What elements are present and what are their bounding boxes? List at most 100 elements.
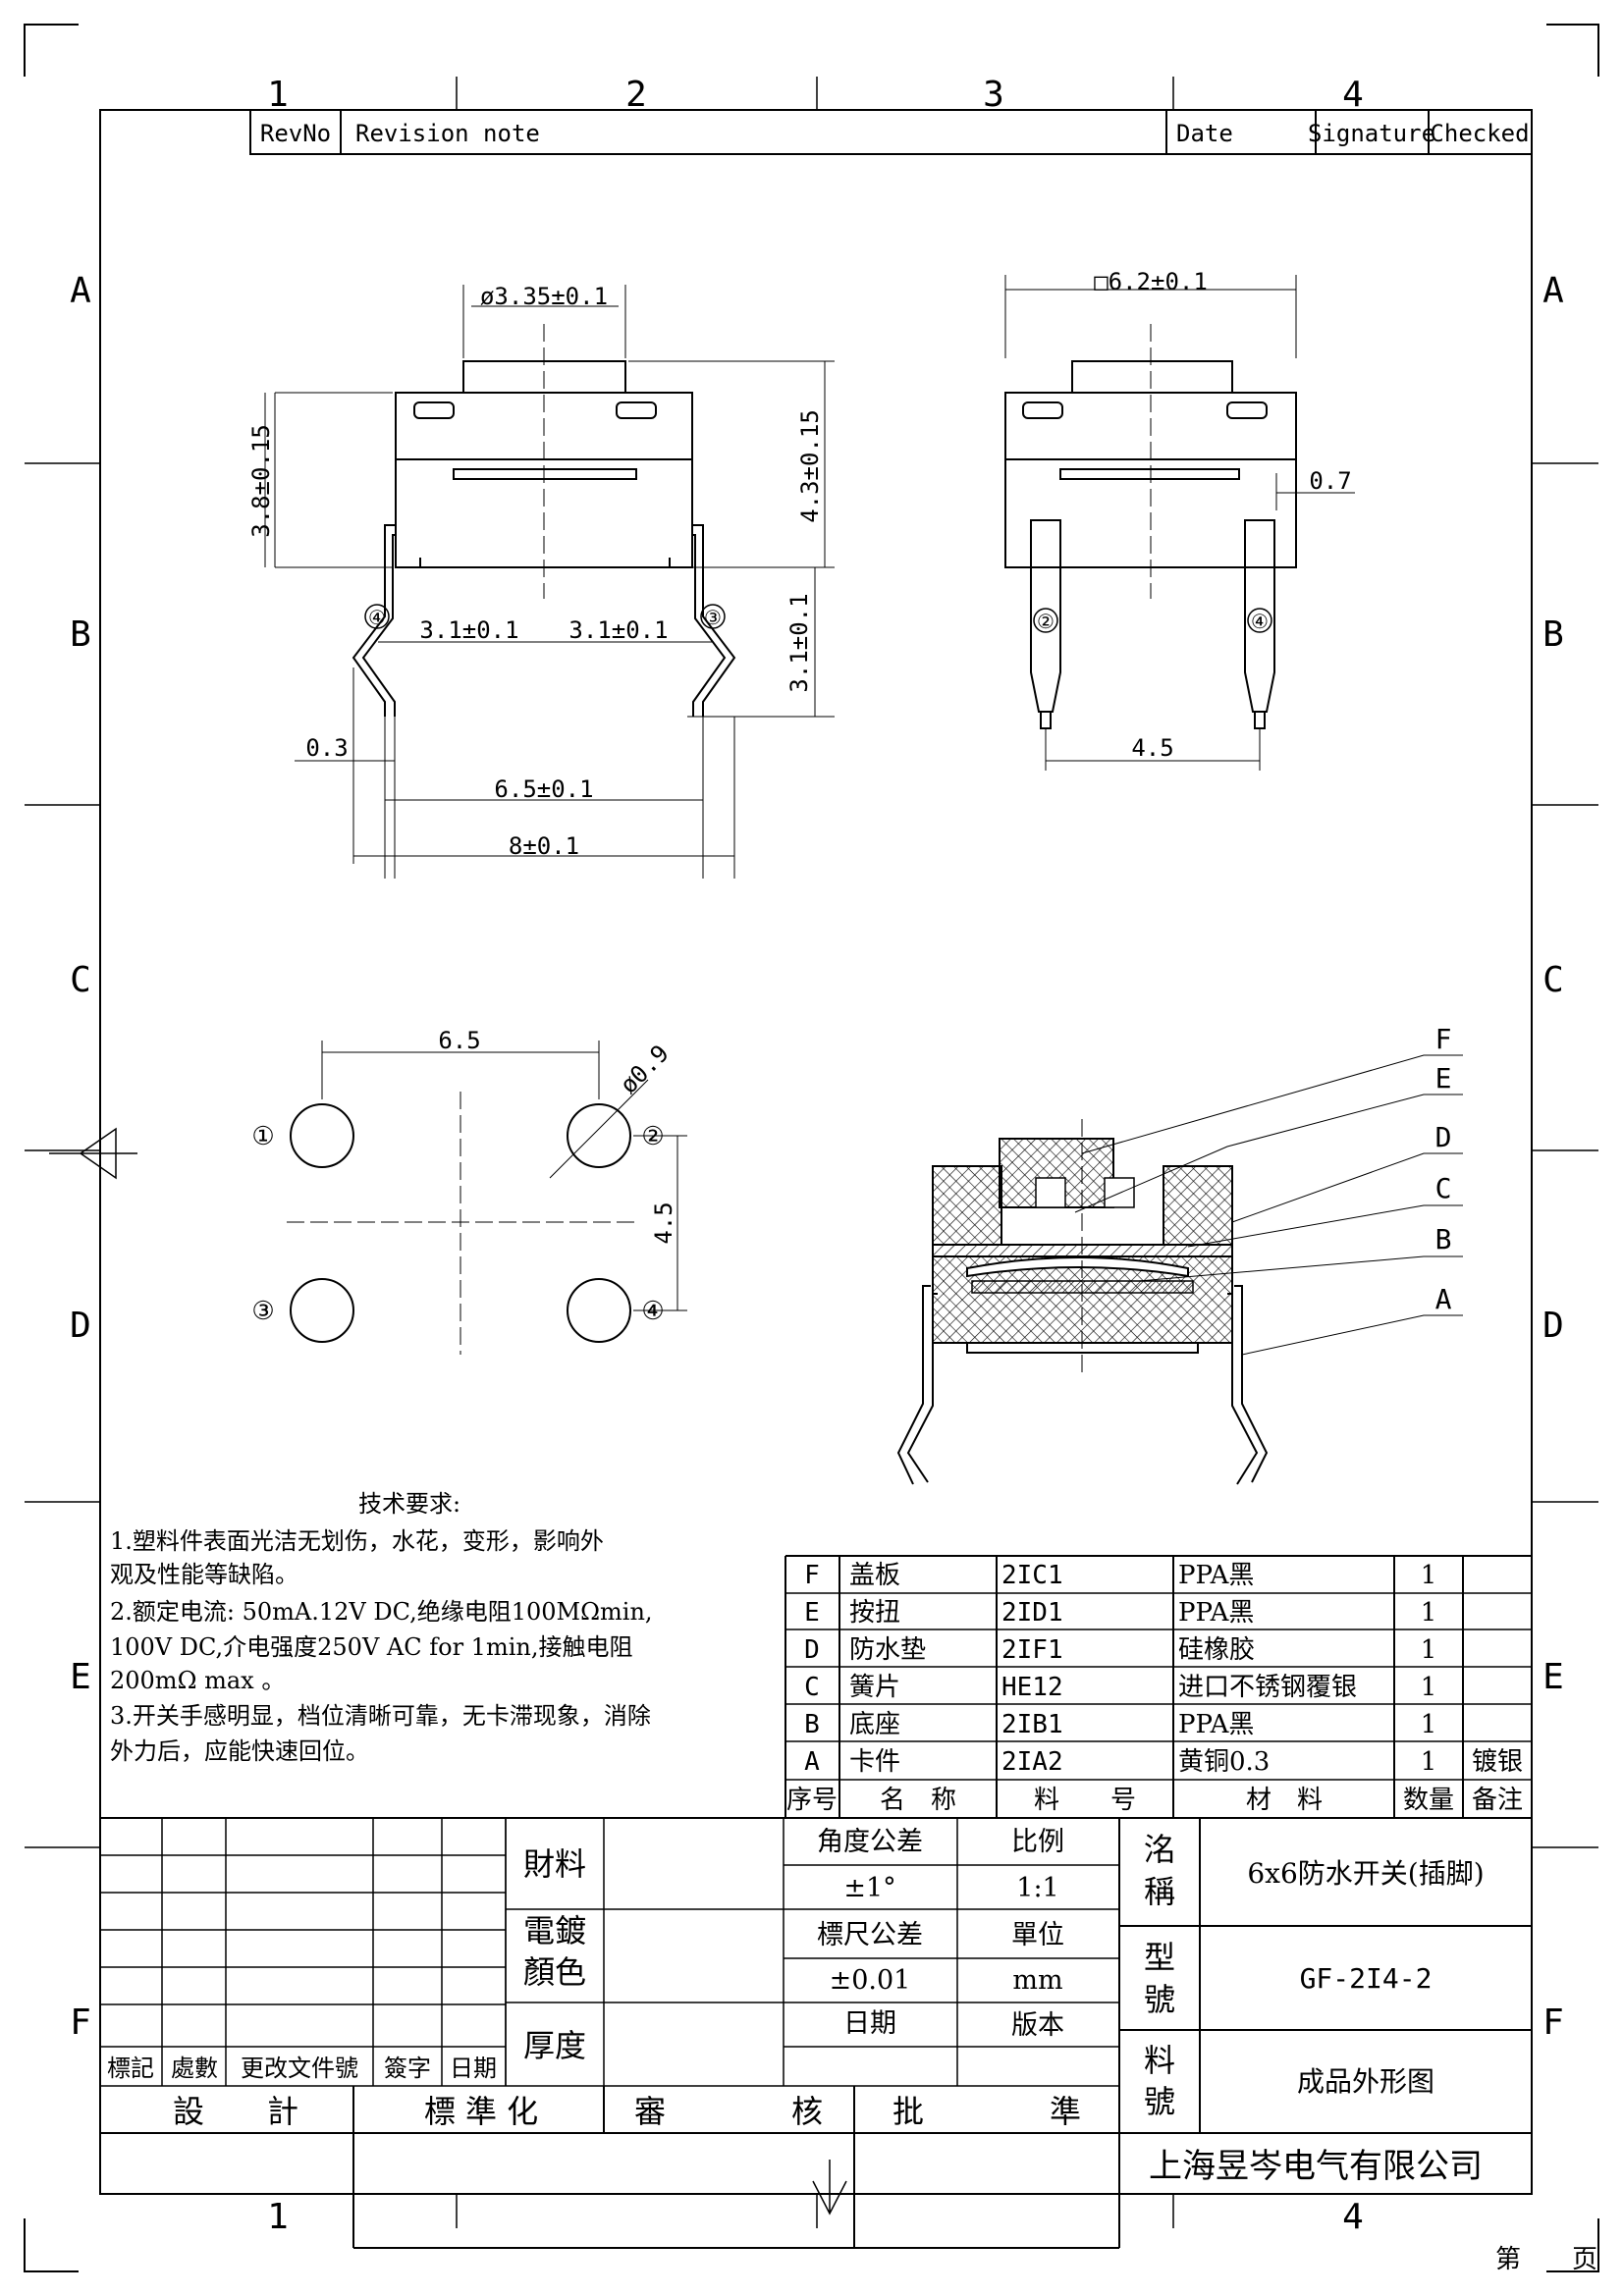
bom-header-code: 料 号	[1034, 1786, 1136, 1815]
rev-no-header: RevNo	[260, 120, 331, 147]
bom-cell-material: 进口不锈钢覆银	[1178, 1673, 1357, 1702]
dim-half-left: 3.1±0.1	[419, 616, 518, 644]
note-line: 100V DC,介电强度250V AC for 1min,接触电阻	[110, 1633, 632, 1661]
tb-name-label-1: 洺	[1144, 1831, 1175, 1868]
col-label: 4	[1342, 2197, 1364, 2237]
tb-doc: 更改文件號	[241, 2055, 358, 2082]
bom-cell-code: 2IC1	[1001, 1561, 1063, 1590]
bom-cell-name: 防水垫	[849, 1635, 926, 1665]
bom-header-material: 材 料	[1246, 1786, 1323, 1815]
bom-cell-name: 卡件	[849, 1747, 900, 1777]
tb-mark: 標記	[107, 2055, 154, 2082]
tb-date-label: 日期	[843, 2008, 896, 2039]
rev-signature-header: Signature	[1308, 120, 1435, 147]
tb-part-label-1: 料	[1144, 2042, 1175, 2079]
pin-label: ③	[704, 606, 722, 629]
tb-angle-tol: ±1°	[843, 1873, 895, 1903]
bom-header-qty: 数量	[1403, 1786, 1454, 1815]
note-line: 1.塑料件表面光洁无划伤，水花，变形，影响外	[110, 1527, 604, 1555]
bom-cell-id: C	[804, 1673, 820, 1702]
bom-cell-id: A	[804, 1747, 820, 1777]
dim-body-square: □6.2±0.1	[1094, 268, 1208, 295]
bom-cell-code: 2IA2	[1001, 1747, 1063, 1777]
pin-label: ④	[1251, 610, 1269, 633]
bom-cell-note: 镀银	[1472, 1747, 1523, 1777]
tb-material-label: 財料	[523, 1845, 586, 1883]
rev-checked-header: Checked	[1430, 120, 1529, 147]
dim-hole-diameter: ø0.9	[615, 1040, 675, 1099]
bom-cell-material: 黄铜0.3	[1178, 1747, 1270, 1777]
dim-total-width: 8±0.1	[509, 832, 579, 860]
note-line: 观及性能等缺陷。	[110, 1561, 298, 1588]
row-label: C	[1542, 960, 1564, 1000]
row-label: A	[1542, 271, 1564, 311]
col-label: 1	[267, 75, 289, 115]
row-label: F	[1542, 2002, 1564, 2043]
tb-model: GF-2I4-2	[1300, 1962, 1433, 1995]
dim-side-span: 4.5	[1131, 734, 1173, 762]
front-view: ④ ③ ø3.35±0.1 8±0.1 6.5±0.1 3.1±0.1 3.1±…	[247, 283, 835, 879]
bom-cell-code: HE12	[1001, 1673, 1063, 1702]
note-line: 3.开关手感明显，档位清晰可靠，无卡滞现象，消除	[110, 1702, 651, 1730]
col-label: 3	[983, 75, 1004, 115]
tb-name: 6x6防水开关(插脚)	[1247, 1857, 1484, 1890]
tb-sign: 簽字	[384, 2055, 431, 2082]
row-label: E	[70, 1657, 91, 1697]
part-callout: A	[1435, 1283, 1452, 1315]
note-line: 200mΩ max 。	[110, 1667, 285, 1694]
part-callout: D	[1435, 1121, 1452, 1153]
tb-plating-label-2: 顏色	[523, 1953, 586, 1991]
tb-review: 審 核	[634, 2093, 823, 2130]
tb-dim-tol: ±0.01	[830, 1965, 911, 1996]
row-label: B	[70, 614, 91, 655]
tb-model-label-1: 型	[1144, 1939, 1175, 1976]
bom-cell-material: PPA黑	[1178, 1561, 1254, 1590]
dim-side-thickness: 0.7	[1309, 467, 1351, 495]
tb-page: 第 页	[1495, 2245, 1597, 2274]
bom-cell-qty: 1	[1421, 1635, 1437, 1665]
bom-cell-name: 按扭	[849, 1598, 900, 1628]
tb-plating-label-1: 電鍍	[523, 1912, 586, 1949]
col-label: 4	[1342, 75, 1364, 115]
bom-cell-qty: 1	[1421, 1710, 1437, 1739]
part-callout: C	[1435, 1172, 1452, 1204]
tb-part-label-2: 號	[1144, 2083, 1175, 2120]
bom-cell-qty: 1	[1421, 1673, 1437, 1702]
dim-body-height: 3.8±0.15	[247, 424, 275, 538]
bom-cell-material: 硅橡胶	[1178, 1635, 1255, 1665]
tb-unit-label: 單位	[1011, 1920, 1064, 1950]
title-block: 標記 處數 更改文件號 簽字 日期 財料 電鍍 顏色 厚度 角度公差 ±1° 比…	[100, 1817, 1597, 2274]
tb-scale-label: 比例	[1011, 1827, 1064, 1857]
bom-cell-code: 2IB1	[1001, 1710, 1063, 1739]
row-label: B	[1542, 614, 1564, 655]
tb-thickness-label: 厚度	[523, 2027, 586, 2064]
row-label: E	[1542, 1657, 1564, 1697]
bom-cell-id: F	[804, 1561, 820, 1590]
notes-title: 技术要求:	[358, 1490, 460, 1518]
col-label: 2	[625, 75, 647, 115]
bom-header-id: 序号	[786, 1786, 838, 1815]
tb-angle-tol-label: 角度公差	[817, 1827, 923, 1857]
tb-model-label-2: 號	[1144, 1981, 1175, 2018]
bom-cell-id: D	[804, 1635, 820, 1665]
row-label: D	[1542, 1306, 1564, 1346]
dim-hole-x: 6.5	[438, 1027, 480, 1054]
bom-cell-material: PPA黑	[1178, 1598, 1254, 1628]
bom-cell-qty: 1	[1421, 1747, 1437, 1777]
pcb-layout-view: ① ② ③ ④ 6.5 4.5 ø0.9	[251, 1027, 687, 1355]
technical-notes: 技术要求: 1.塑料件表面光洁无划伤，水花，变形，影响外 观及性能等缺陷。 2.…	[110, 1490, 653, 1765]
pin-label: ①	[251, 1122, 274, 1151]
tb-part: 成品外形图	[1297, 2065, 1434, 2098]
tb-count: 處數	[171, 2055, 218, 2082]
tb-company: 上海昱岑电气有限公司	[1149, 2147, 1483, 2186]
bom-cell-id: E	[804, 1598, 820, 1628]
bom-cell-name: 簧片	[849, 1673, 900, 1702]
row-label: A	[70, 271, 91, 311]
col-label: 1	[267, 2197, 289, 2237]
dim-pin-height: 3.1±0.1	[785, 593, 813, 692]
rev-note-header: Revision note	[355, 120, 540, 147]
grid-labels: 1 2 3 4 1 4 A B C D E F A B C D E F	[70, 75, 1564, 2237]
row-label: C	[70, 960, 91, 1000]
bom-cell-name: 盖板	[849, 1561, 900, 1590]
